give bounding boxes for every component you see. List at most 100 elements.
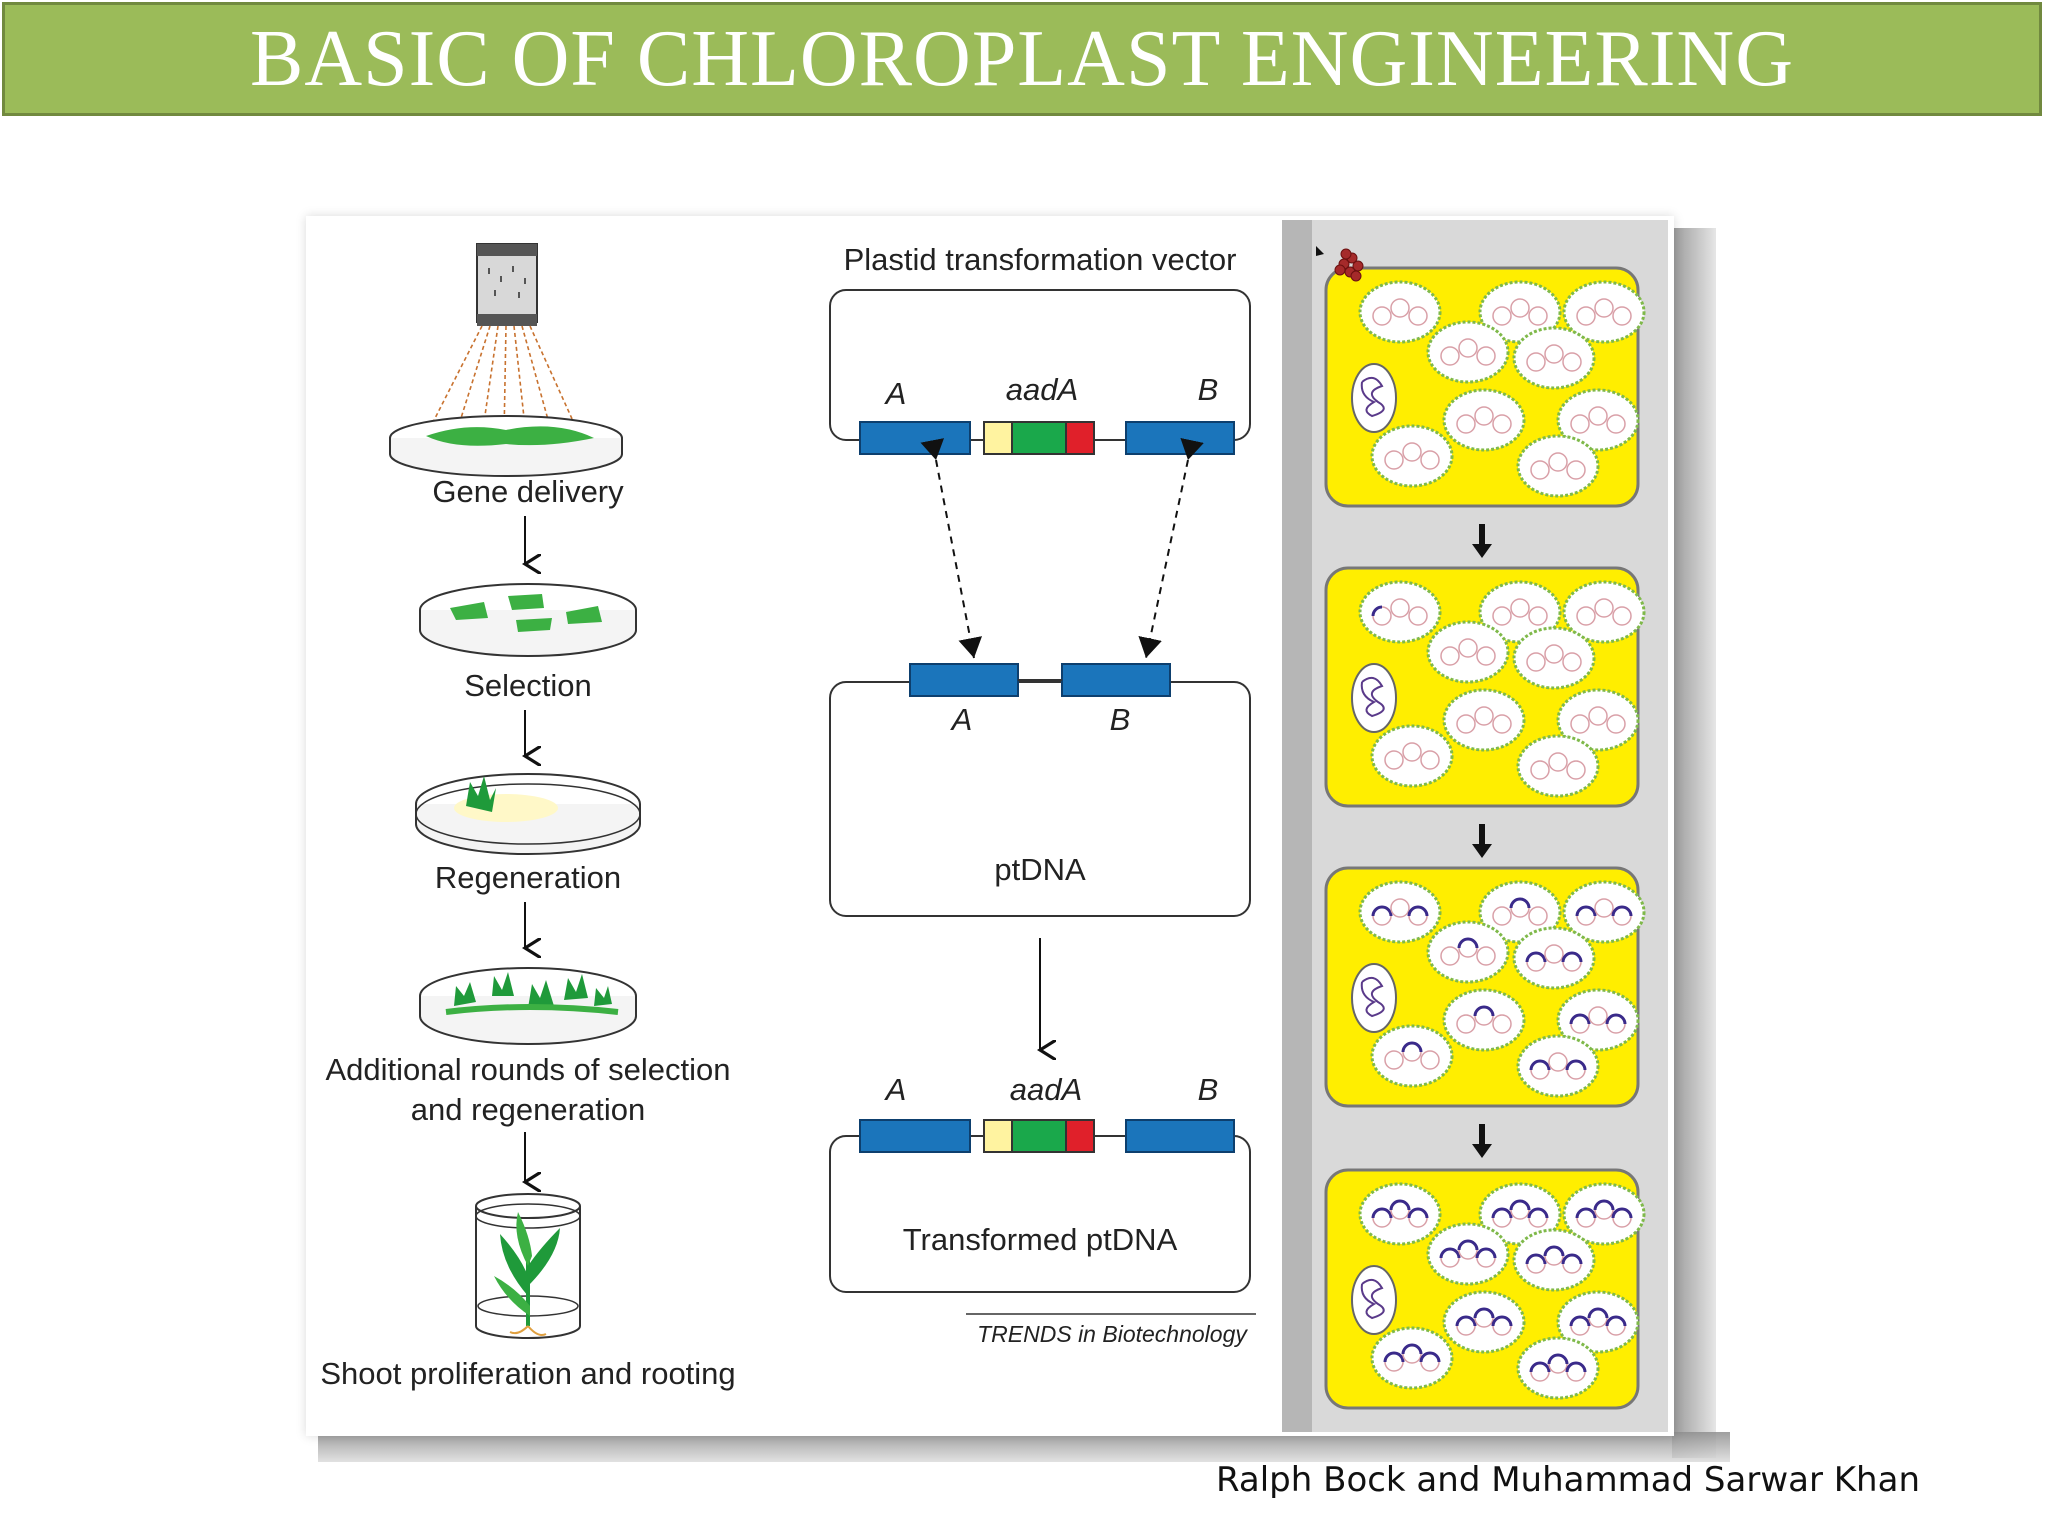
chloroplast <box>1562 880 1646 944</box>
chloroplast <box>1516 1034 1600 1098</box>
chloroplast <box>1426 320 1510 384</box>
vector-promoter-block <box>983 421 1013 455</box>
transformed-ptdna-mark <box>1457 1239 1479 1251</box>
ptdna-circle <box>1420 750 1440 770</box>
ptdna-circle <box>1476 346 1496 366</box>
chloroplast <box>1512 326 1596 390</box>
transformed-ptdna-mark <box>1611 1207 1633 1219</box>
transformed-ptdna-mark <box>1457 937 1479 949</box>
chloroplast <box>1426 620 1510 684</box>
ptdna-circle <box>1544 344 1564 364</box>
ptdna-circle <box>1526 652 1546 672</box>
ptdna-label: ptDNA <box>994 852 1086 887</box>
transformed-ptdna-mark <box>1401 1343 1423 1355</box>
petri-dish-additional-rounds <box>419 967 637 1045</box>
gold-particle <box>1334 264 1346 276</box>
transformed-ptdna-mark <box>1439 1247 1461 1259</box>
transformed-ptdna-mark <box>1491 1207 1513 1219</box>
chloroplast <box>1516 1336 1600 1400</box>
ptdna-circle <box>1456 714 1476 734</box>
ptdna-circle <box>1562 652 1582 672</box>
ptdna-circle <box>1566 760 1586 780</box>
transformed-ptdna-mark <box>1371 605 1383 617</box>
transformed-promoter-block <box>983 1119 1013 1153</box>
chloroplast <box>1512 626 1596 690</box>
chloroplast <box>1442 688 1526 752</box>
additional-rounds-label-line2: and regeneration <box>411 1092 645 1127</box>
transformed-ptdna-mark <box>1401 1041 1423 1053</box>
transformed-ptdna-mark <box>1525 951 1547 963</box>
ptdna-circle <box>1384 450 1404 470</box>
chloroplast <box>1426 920 1510 984</box>
particle-pointer <box>1316 246 1324 256</box>
transformed-ptdna-mark <box>1525 1253 1547 1265</box>
figure-diagram: Gene delivery Selection Regeneration Add… <box>320 220 1668 1432</box>
ptdna-circle <box>1612 606 1632 626</box>
transformed-flank-a-block <box>859 1119 971 1153</box>
ptdna-circle <box>1492 306 1512 326</box>
chloroplast <box>1442 1290 1526 1354</box>
petri-dish-regeneration <box>415 773 641 855</box>
ptdna-circle <box>1408 306 1428 326</box>
chloroplast <box>1556 388 1640 452</box>
transformed-ptdna-mark <box>1575 1207 1597 1219</box>
vector-terminator-block <box>1065 421 1095 455</box>
chloroplast <box>1512 926 1596 990</box>
additional-rounds-label-line1: Additional rounds of selection <box>326 1052 731 1087</box>
transformed-ptdna-mark <box>1455 1315 1477 1327</box>
gene-gun-icon <box>427 243 579 437</box>
vector-gene-label: aadA <box>1006 372 1078 407</box>
ptdna-circle <box>1476 646 1496 666</box>
ptdna-circle <box>1402 742 1422 762</box>
vector-coding-block <box>1011 421 1067 455</box>
nucleus-chromatin <box>1360 676 1385 718</box>
transformed-ptdna-mark <box>1529 1059 1551 1071</box>
ptdna-circle <box>1528 906 1548 926</box>
chloroplast <box>1562 580 1646 644</box>
ptdna-circle <box>1588 406 1608 426</box>
ptdna-circle <box>1612 306 1632 326</box>
transformed-flank-b-label: B <box>1198 1072 1219 1107</box>
transformed-ptdna-mark <box>1611 905 1633 917</box>
ptdna-circle <box>1458 638 1478 658</box>
ptdna-circle <box>1458 338 1478 358</box>
ptdna-circle <box>1492 1014 1512 1034</box>
ptdna-circle <box>1548 752 1568 772</box>
nucleus-chromatin <box>1360 1278 1385 1320</box>
transformed-flank-b-block <box>1125 1119 1235 1153</box>
ptdna-circle <box>1588 1006 1608 1026</box>
transformed-ptdna-mark <box>1561 1253 1583 1265</box>
transformed-terminator-block <box>1065 1119 1095 1153</box>
chloroplast <box>1370 424 1454 488</box>
ptdna-circle <box>1384 1050 1404 1070</box>
chloroplast <box>1512 1228 1596 1292</box>
ptdna-circle <box>1420 1050 1440 1070</box>
ptdna-flank-a-label: A <box>950 702 973 737</box>
transformed-ptdna-mark <box>1509 897 1531 909</box>
transformed-coding-block <box>1011 1119 1067 1153</box>
shoot-proliferation-label: Shoot proliferation and rooting <box>320 1356 735 1391</box>
gene-delivery-label: Gene delivery <box>432 474 624 509</box>
transformed-flank-a-label: A <box>884 1072 907 1107</box>
chloroplast <box>1358 1182 1442 1246</box>
ptdna-circle <box>1606 714 1626 734</box>
ptdna-circle <box>1474 406 1494 426</box>
transformed-ptdna-mark <box>1593 1199 1615 1211</box>
ptdna-circle <box>1530 760 1550 780</box>
slide-title: BASIC OF CHLOROPLAST ENGINEERING <box>250 14 1794 103</box>
transformed-ptdna-mark <box>1407 1207 1429 1219</box>
cell-progress-arrow-head <box>1472 544 1492 558</box>
chloroplast <box>1358 280 1442 344</box>
transformed-ptdna-box <box>829 1135 1251 1293</box>
vector-flank-b-label: B <box>1198 372 1219 407</box>
ptdna-circle <box>1594 298 1614 318</box>
transformed-ptdna-label: Transformed ptDNA <box>903 1222 1178 1257</box>
ptdna-flank-a-block <box>909 663 1019 697</box>
ptdna-circle <box>1588 706 1608 726</box>
chloroplast <box>1562 1182 1646 1246</box>
vector-flank-b-block <box>1125 421 1235 455</box>
recombination-arrow-b <box>1138 437 1204 659</box>
transformed-ptdna-mark <box>1547 1353 1569 1365</box>
ptdna-circle <box>1526 352 1546 372</box>
ptdna-flank-b-block <box>1061 663 1171 697</box>
